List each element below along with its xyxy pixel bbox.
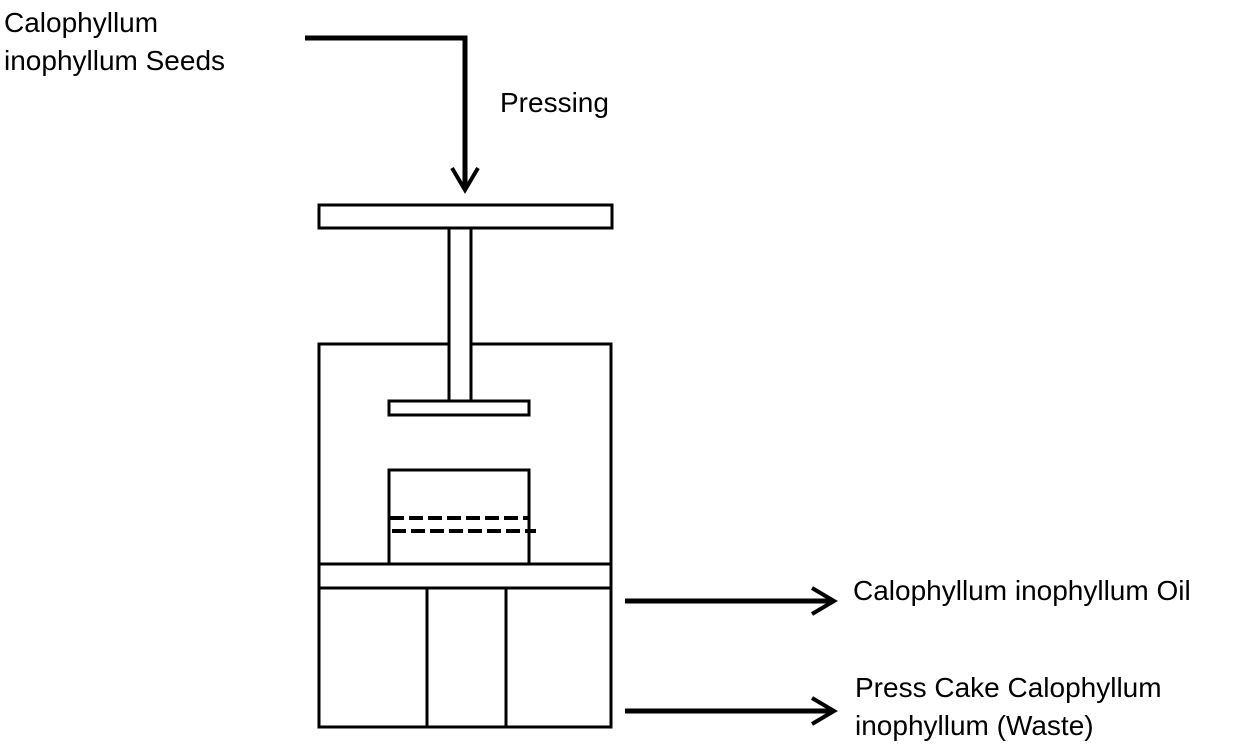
input-arrow-line xyxy=(305,35,468,188)
oil-output-arrow xyxy=(625,586,838,616)
oil-output-label: Calophyllum inophyllum Oil xyxy=(853,575,1191,606)
press-piston-plate xyxy=(387,399,531,417)
input-arrow-head xyxy=(450,166,480,194)
press-cake-arrow-head xyxy=(810,696,838,726)
press-cake-label-line2: inophyllum (Waste) xyxy=(855,710,1094,741)
press-cake-label: Press Cake Calophyllum inophyllum (Waste… xyxy=(855,669,1162,745)
press-shaft-inner xyxy=(450,342,470,400)
pressing-label: Pressing xyxy=(500,87,609,118)
input-arrow xyxy=(305,35,480,194)
press-top-plate xyxy=(317,203,614,230)
seeds-label-line1: Calophyllum xyxy=(4,7,159,38)
press-base-plate xyxy=(317,562,613,590)
press-cake-label-line1: Press Cake Calophyllum xyxy=(855,672,1162,703)
seeds-label: Calophyllum inophyllum Seeds xyxy=(4,4,225,80)
oil-arrow-head xyxy=(810,586,838,616)
seeds-label-line2: inophyllum Seeds xyxy=(4,45,226,76)
press-cake-output-arrow xyxy=(625,696,838,726)
